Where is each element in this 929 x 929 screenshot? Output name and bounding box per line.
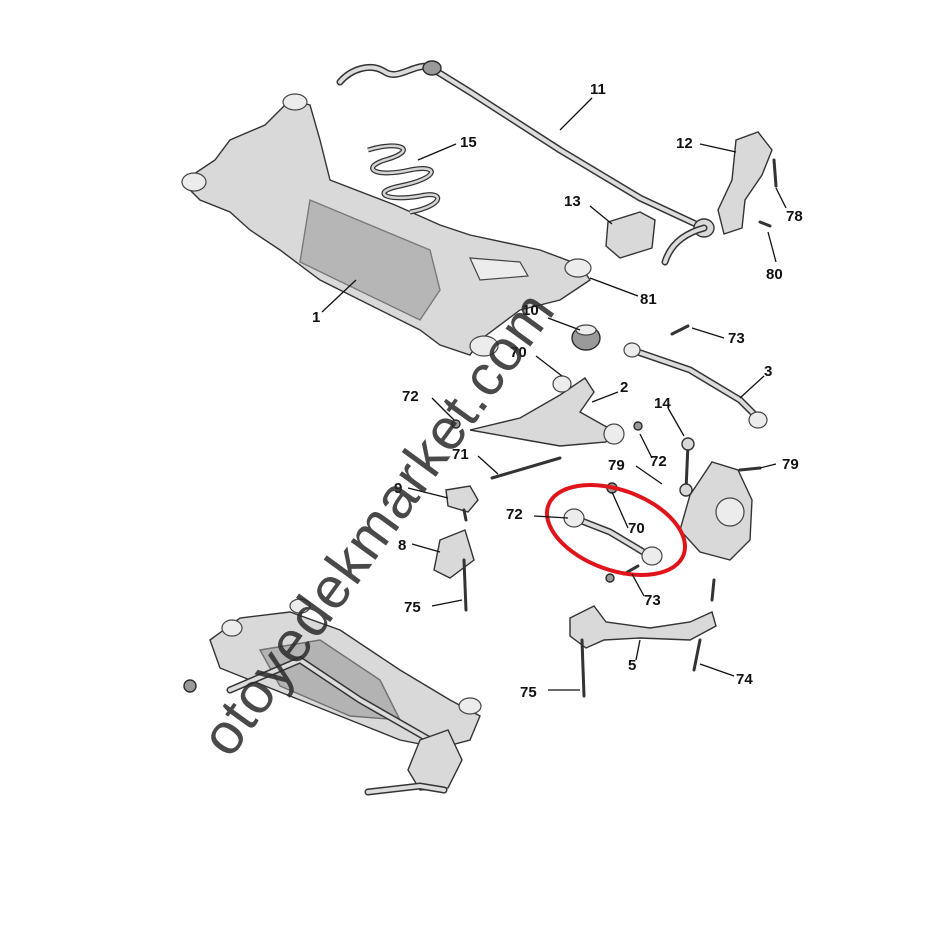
callout-11: 11 xyxy=(590,81,606,98)
lower-control-arm xyxy=(569,578,717,698)
callout-labels: 11 15 12 13 78 80 81 1 10 73 70 3 2 72 1… xyxy=(312,81,803,701)
callout-2: 2 xyxy=(620,379,628,396)
callout-12: 12 xyxy=(676,135,693,152)
subframe xyxy=(180,93,592,357)
callout-15: 15 xyxy=(460,134,477,151)
callout-78: 78 xyxy=(786,208,803,225)
highlight-ellipse xyxy=(544,483,688,577)
brackets xyxy=(433,485,479,612)
callout-73-top: 73 xyxy=(728,330,745,347)
drop-link xyxy=(679,437,695,497)
callout-72-left: 72 xyxy=(402,388,419,405)
stabilizer-bracket xyxy=(605,211,656,259)
callout-72-mid: 72 xyxy=(650,453,667,470)
assembled-view xyxy=(183,598,482,796)
toe-link xyxy=(563,482,663,583)
callout-14: 14 xyxy=(654,395,671,412)
callout-10: 10 xyxy=(522,302,539,319)
upper-control-arm xyxy=(451,375,643,480)
callout-81: 81 xyxy=(640,291,657,308)
callout-5: 5 xyxy=(628,657,636,674)
callout-8: 8 xyxy=(398,537,406,554)
callout-70-top: 70 xyxy=(510,344,527,361)
callout-75-bottom: 75 xyxy=(520,684,537,701)
callout-79-right: 79 xyxy=(782,456,799,473)
callout-79-left: 79 xyxy=(608,457,625,474)
leader-lines xyxy=(321,97,787,691)
callout-73-bottom: 73 xyxy=(644,592,661,609)
callout-72-toe: 72 xyxy=(506,506,523,523)
callout-80: 80 xyxy=(766,266,783,283)
callout-70-toe: 70 xyxy=(628,520,645,537)
callout-71: 71 xyxy=(452,446,469,463)
wheel-knuckle xyxy=(679,461,762,561)
coil-spring xyxy=(367,143,441,215)
callout-9: 9 xyxy=(394,480,402,497)
bushing xyxy=(571,324,601,351)
callout-74: 74 xyxy=(736,671,753,688)
callout-75-mid: 75 xyxy=(404,599,421,616)
stabilizer-link xyxy=(661,131,778,266)
callout-3: 3 xyxy=(764,363,772,380)
callout-13: 13 xyxy=(564,193,581,210)
callout-1: 1 xyxy=(312,309,320,326)
lateral-arm xyxy=(623,324,768,429)
